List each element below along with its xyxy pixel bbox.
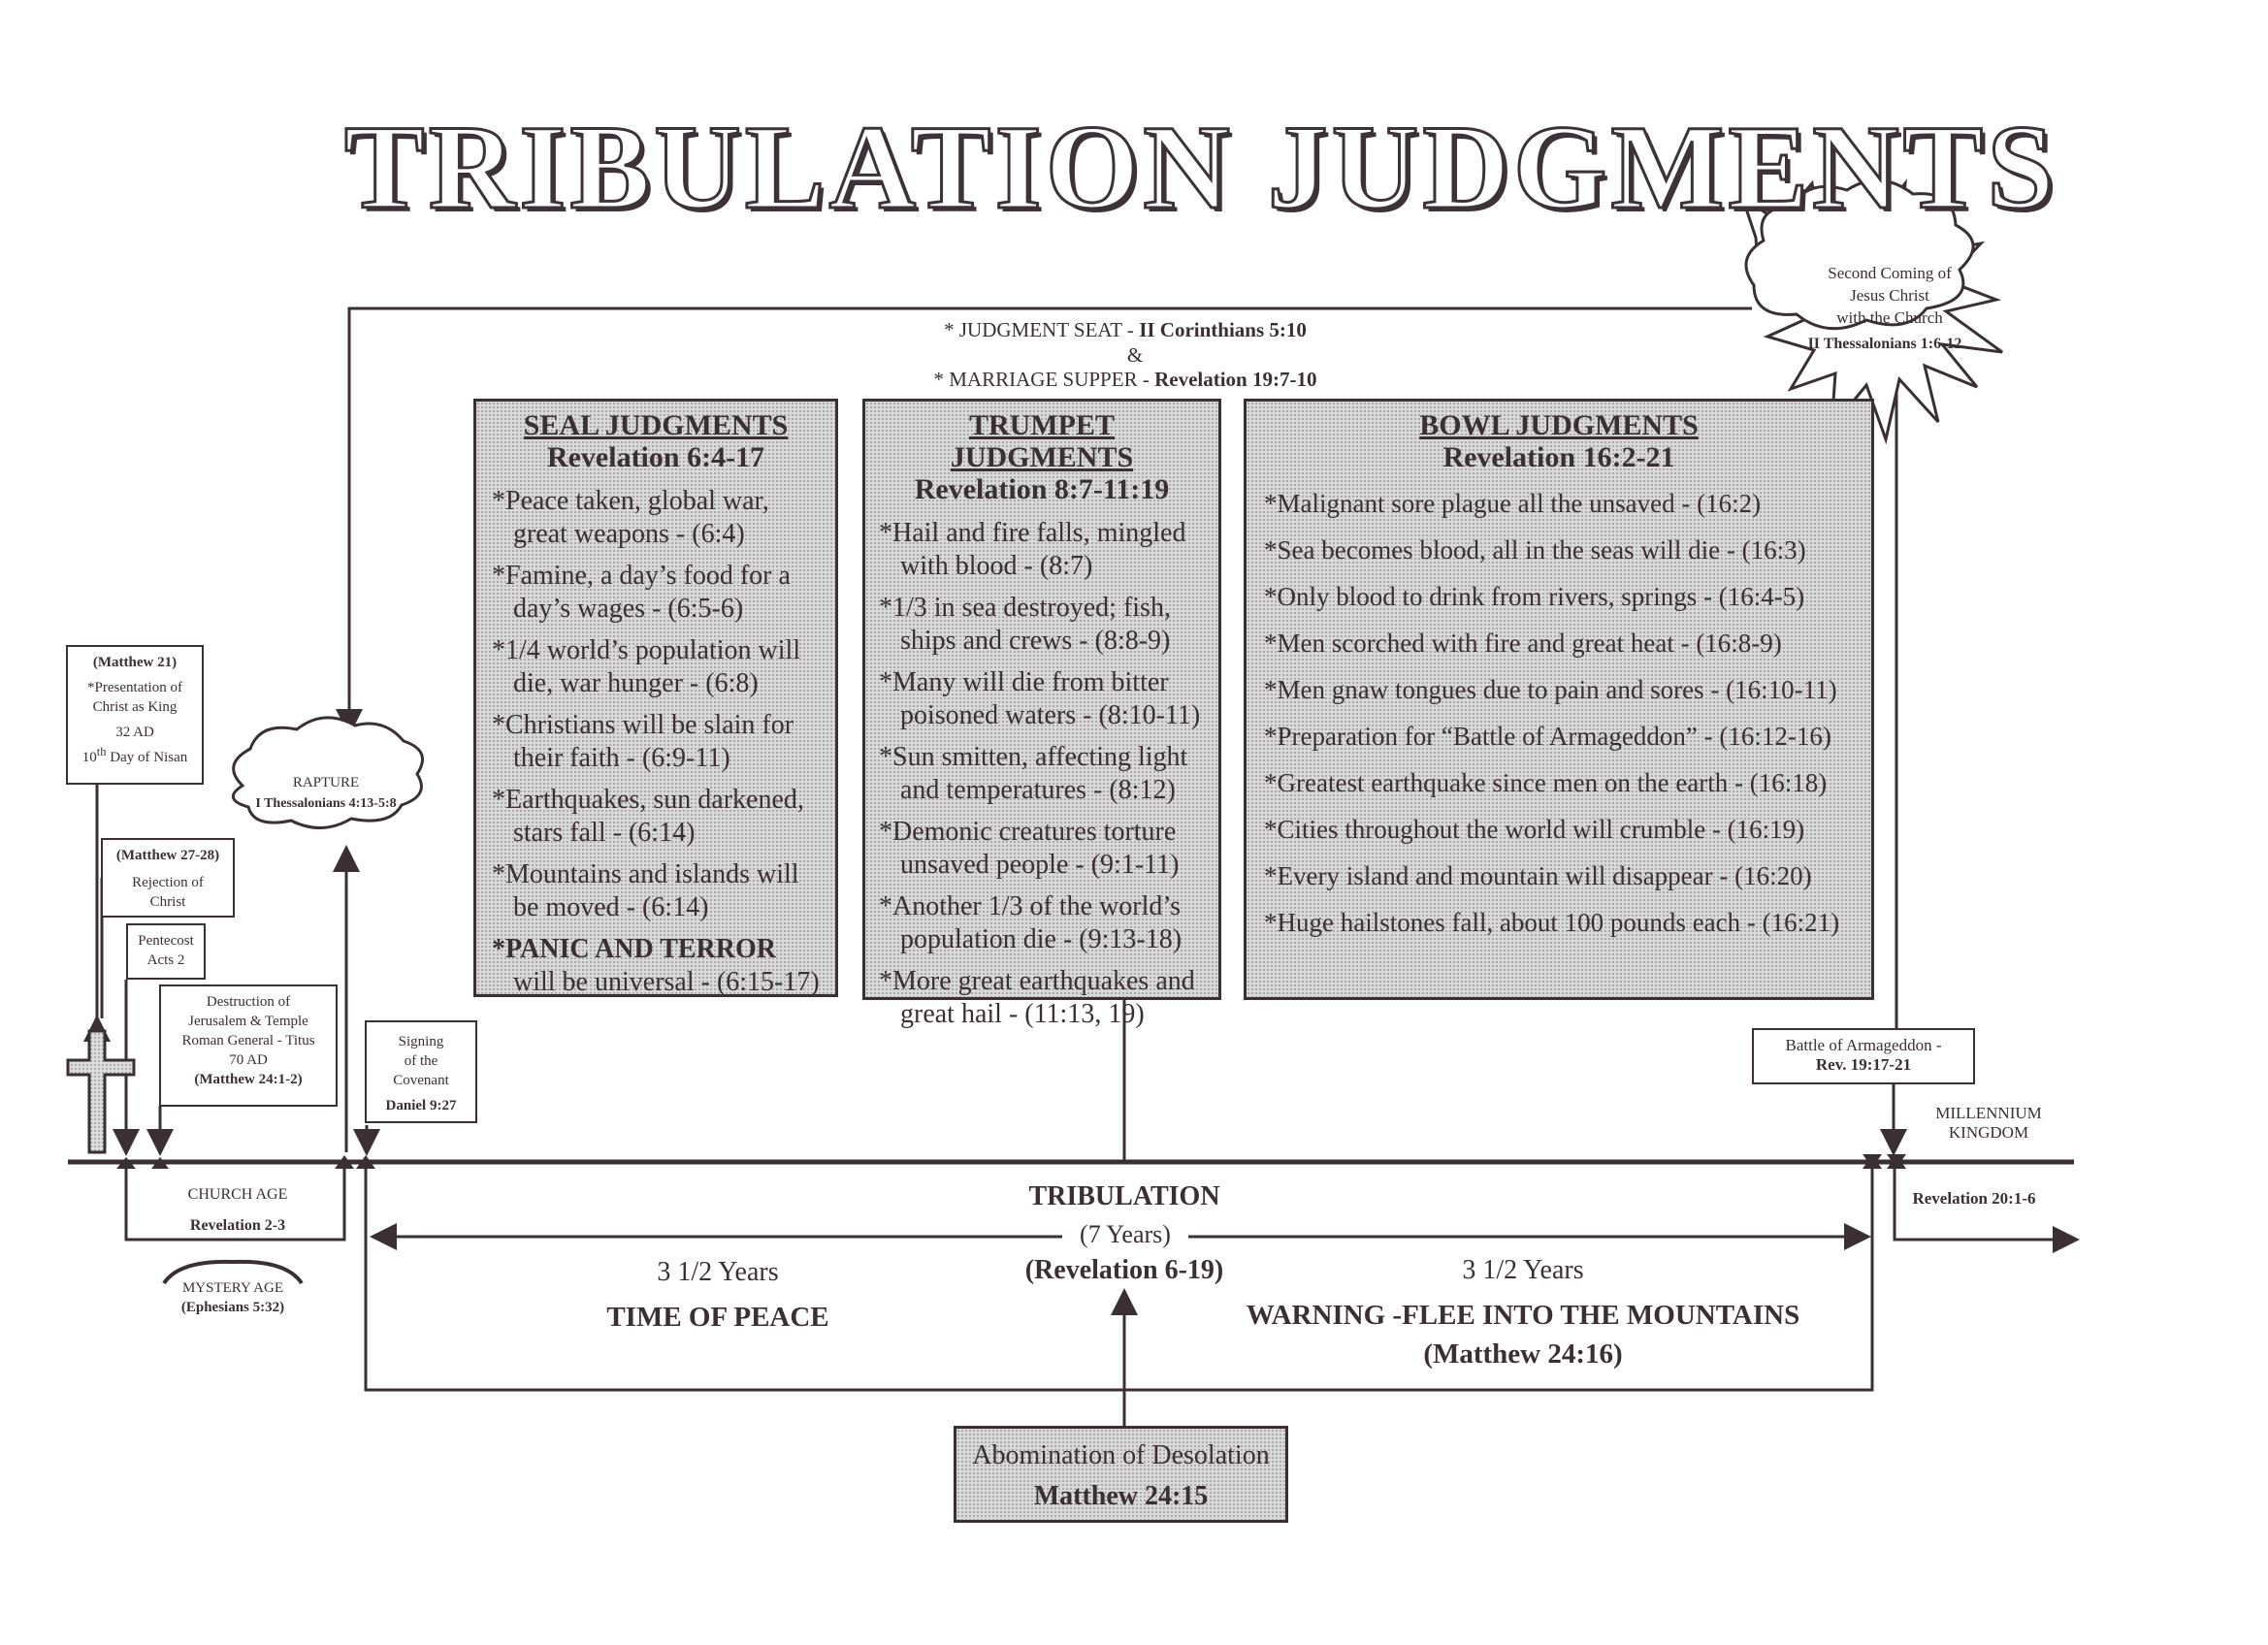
judgment-item: *Famine, a day’s food for a day’s wages …	[492, 561, 791, 624]
ampersand-label: &	[1126, 343, 1144, 367]
church-age-bracket	[124, 1169, 346, 1242]
millennium-ref: Revelation 20:1-6	[1912, 1189, 2036, 1208]
judgment-item: *Malignant sore plague all the unsaved -…	[1264, 489, 1762, 518]
flee-warning-ref: (Matthew 24:16)	[1423, 1339, 1623, 1370]
time-of-peace-label: TIME OF PEACE	[606, 1302, 829, 1333]
judgment-item: *Only blood to drink from rivers, spring…	[1264, 582, 1805, 611]
judgment-item: *More great earthquakes and great hail -…	[879, 966, 1195, 1029]
seal-last-item: *PANIC AND TERROR will be universal - (6…	[492, 934, 820, 997]
marriage-supper-line: * MARRIAGE SUPPER - Revelation 19:7-10	[933, 368, 1317, 391]
cross-icon	[66, 1029, 136, 1154]
judgment-item: *Men gnaw tongues due to pain and sores …	[1264, 675, 1837, 704]
judgment-item: *Sun smitten, affecting light and temper…	[879, 742, 1188, 805]
destruction-note: Destruction of Jerusalem & Temple Roman …	[159, 984, 338, 1107]
matthew-27-note: (Matthew 27-28) Rejection of Christ	[101, 838, 235, 918]
mystery-age-label: MYSTERY AGE (Ephesians 5:32)	[180, 1280, 285, 1315]
page-title: TRIBULATION JUDGMENTS	[342, 100, 2058, 236]
tribulation-label: TRIBULATION	[1028, 1181, 1220, 1211]
judgment-item: *Christians will be slain for their fait…	[492, 710, 794, 773]
judgment-item: *Hail and fire falls, mingled with blood…	[879, 518, 1186, 581]
second-coming-burst	[1739, 178, 2003, 445]
matthew-21-note: (Matthew 21) *Presentation of Christ as …	[66, 645, 204, 785]
judgment-item: *Many will die from bitter poisoned wate…	[879, 667, 1201, 730]
bowl-list: *Malignant sore plague all the unsaved -…	[1264, 487, 1854, 939]
millennium-label: MILLENNIUM KINGDOM	[1935, 1104, 2042, 1142]
judgment-item: *Every island and mountain will disappea…	[1264, 861, 1812, 890]
rapture-cloud	[232, 716, 425, 830]
tribulation-ref: (Revelation 6-19)	[1024, 1255, 1224, 1285]
judgment-item: *Huge hailstones fall, about 100 pounds …	[1264, 908, 1840, 937]
seven-years-label: (7 Years)	[1062, 1220, 1188, 1249]
first-half-years: 3 1/2 Years	[657, 1257, 779, 1287]
trumpet-judgments-box: TRUMPET JUDGMENTS Revelation 8:7-11:19 *…	[862, 399, 1221, 1029]
judgment-item: *1/3 in sea destroyed; fish, ships and c…	[879, 593, 1171, 656]
seal-list: *Peace taken, global war, great weapons …	[492, 485, 820, 924]
judgment-item: *Greatest earthquake since men on the ea…	[1264, 768, 1828, 797]
pentecost-note: Pentecost Acts 2	[126, 923, 206, 980]
judgment-item: *Sea becomes blood, all in the seas will…	[1264, 535, 1806, 564]
judgment-seat-line: * JUDGMENT SEAT - II Corinthians 5:10	[944, 318, 1307, 341]
judgment-item: *Men scorched with fire and great heat -…	[1264, 629, 1782, 658]
millennium-arrow	[1893, 1167, 2080, 1253]
judgment-item: *Mountains and islands will be moved - (…	[492, 859, 799, 922]
covenant-note: Signing of the Covenant Daniel 9:27	[365, 1020, 477, 1123]
bowl-judgments-box: BOWL JUDGMENTS Revelation 16:2-21 *Malig…	[1244, 399, 1874, 1000]
judgment-item: *Cities throughout the world will crumbl…	[1264, 815, 1805, 844]
tribulation-bracket	[364, 1169, 1874, 1392]
armageddon-note: Battle of Armageddon - Rev. 19:17-21	[1752, 1028, 1975, 1084]
judgment-item: *Preparation for “Battle of Armageddon” …	[1264, 722, 1831, 751]
abomination-box: Abomination of Desolation Matthew 24:15	[954, 1426, 1288, 1523]
trumpet-list: *Hail and fire falls, mingled with blood…	[879, 517, 1205, 1031]
rapture-label: RAPTURE I Thessalonians 4:13-5:8	[255, 775, 397, 811]
judgment-item: *Earthquakes, sun darkened, stars fall -…	[492, 785, 804, 848]
judgment-item: *1/4 world’s population will die, war hu…	[492, 635, 801, 698]
judgment-item: *Demonic creatures torture unsaved peopl…	[879, 817, 1180, 880]
second-coming-text: Second Coming of Jesus Christ with the C…	[1807, 264, 1962, 352]
mystery-age-brace	[162, 1259, 304, 1285]
second-half-years: 3 1/2 Years	[1462, 1255, 1584, 1285]
church-age-label: CHURCH AGE Revelation 2-3	[187, 1186, 288, 1234]
judgment-item: *Another 1/3 of the world’s population d…	[879, 891, 1183, 954]
flee-warning-label: WARNING -FLEE INTO THE MOUNTAINS	[1246, 1300, 1800, 1331]
seal-judgments-box: SEAL JUDGMENTS Revelation 6:4-17 *Peace …	[473, 399, 838, 997]
judgment-item: *Peace taken, global war, great weapons …	[492, 486, 769, 549]
